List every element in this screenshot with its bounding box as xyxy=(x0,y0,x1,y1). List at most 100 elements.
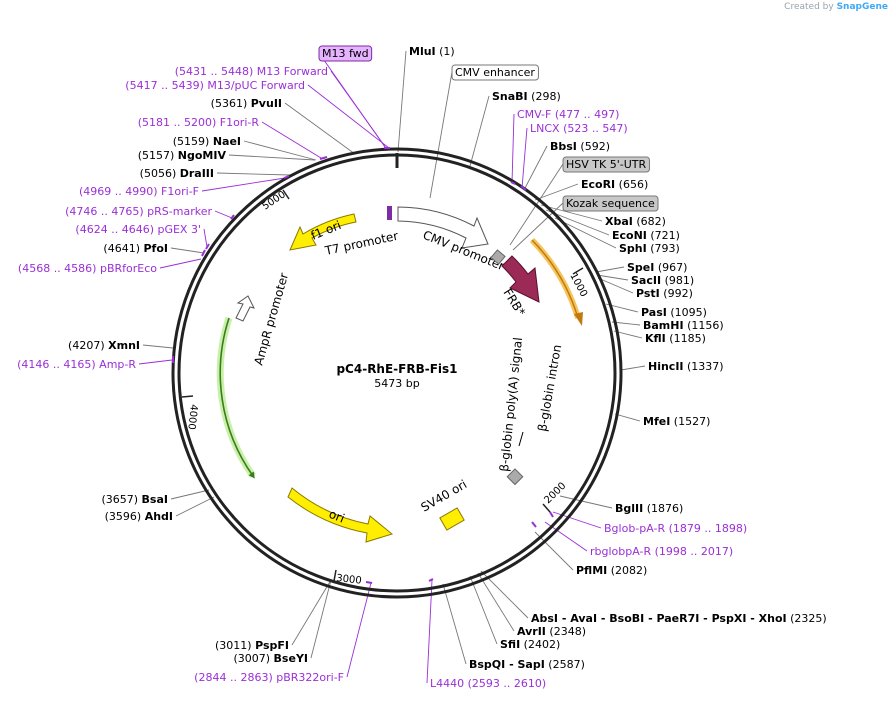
label-avrii: AvrII (2348) xyxy=(517,625,586,638)
leader-line-bglii xyxy=(559,495,613,509)
leader-line-cmvenh xyxy=(429,71,453,199)
label-box-cmvenh xyxy=(451,64,539,81)
label-draiii: (5056) DraIII xyxy=(140,167,214,180)
leader-line-snabi xyxy=(469,95,490,167)
t7-promoter-mark xyxy=(387,206,392,220)
leader-line-draiii xyxy=(216,172,291,176)
leader-line-m13puc xyxy=(307,84,390,149)
label-psti: PstI (992) xyxy=(636,287,693,300)
label-pgex: (4624 .. 4646) pGEX 3' xyxy=(75,223,201,236)
label-box-kozak xyxy=(562,195,659,212)
label-hincii: HincII (1337) xyxy=(648,360,724,373)
plasmid-name: pC4-RhE-FRB-Fis1 xyxy=(336,362,457,376)
label-pasi: PasI (1095) xyxy=(641,306,707,319)
leader-line-ecori xyxy=(534,183,579,201)
label-snabi: SnaBI (298) xyxy=(492,90,561,103)
label-sacii: SacII (981) xyxy=(631,274,694,287)
leader-line-pbr322 xyxy=(346,582,372,678)
leader-line-spei xyxy=(595,266,625,273)
f1-ori-arrow xyxy=(289,213,357,251)
label-absi: AbsI - AvaI - BsoBI - PaeR7I - PspXI - X… xyxy=(531,612,827,625)
leader-line-ampr xyxy=(138,359,173,365)
leader-line-nael xyxy=(243,140,317,161)
leader-line-bsai xyxy=(170,489,210,500)
tick-label-4000: 4000 xyxy=(185,404,199,430)
primer-markers xyxy=(172,147,554,584)
leader-line-prsm xyxy=(214,210,233,219)
label-rbglob: rbglobpA-R (1998 .. 2017) xyxy=(590,545,733,558)
label-sphi: SphI (793) xyxy=(619,242,680,255)
label-bamhi: BamHI (1156) xyxy=(643,319,724,332)
backbone-outer xyxy=(171,147,623,599)
label-econi: EcoNI (721) xyxy=(612,229,680,242)
label-box-m13fwd xyxy=(318,45,373,62)
label-bsai: (3657) BsaI xyxy=(101,493,168,506)
label-l4440: L4440 (2593 .. 2610) xyxy=(430,677,546,690)
label-bseyi: (3007) BseYI xyxy=(233,652,308,665)
label-cmvenh: CMV enhancer xyxy=(455,66,535,79)
plasmid-size: 5473 bp xyxy=(374,377,419,390)
label-xmni: (4207) XmnI xyxy=(68,339,140,352)
leader-line-cmvf xyxy=(511,113,515,184)
label-bbsi: BbsI (592) xyxy=(550,140,610,153)
watermark-text: Created by xyxy=(784,2,834,12)
ampr-promoter-label: AmpR promoter xyxy=(251,271,291,367)
leader-line-avrii xyxy=(477,572,515,632)
watermark: Created by SnapGene xyxy=(784,2,888,12)
leader-line-pbrfor xyxy=(159,258,202,269)
ori-arrow xyxy=(287,487,394,543)
label-lncx: LNCX (523 .. 547) xyxy=(530,122,628,135)
leader-line-hincii xyxy=(620,365,646,371)
label-pvuii: (5361) PvuII xyxy=(211,97,282,110)
label-nael: (5159) NaeI xyxy=(173,135,241,148)
snapgene-brand: SnapGene xyxy=(836,2,888,12)
sv40-ori-label: SV40 ori xyxy=(419,477,470,514)
beta-globin-polya-label: β-globin poly(A) signal xyxy=(497,337,525,473)
label-ecori: EcoRI (656) xyxy=(581,178,648,191)
label-pfoi: (4641) PfoI xyxy=(103,242,168,255)
label-spei: SpeI (967) xyxy=(627,261,687,274)
label-m13fwd: M13 fwd xyxy=(322,47,369,60)
ampr-promoter-arrow xyxy=(235,295,255,322)
leader-line-sfii xyxy=(469,575,498,645)
label-pflmi: PflMI (2082) xyxy=(576,564,647,577)
leader-line-ngomiv xyxy=(228,154,316,161)
leader-line-xbai xyxy=(540,204,603,222)
frb-arrow xyxy=(501,255,540,303)
label-ahdi: (3596) AhdI xyxy=(105,510,173,523)
ampr-arrow xyxy=(216,316,256,479)
label-f1orif: (4969 .. 4990) F1ori-F xyxy=(79,185,199,198)
label-kfli: KflI (1185) xyxy=(645,332,706,345)
label-m13f: (5431 .. 5448) M13 Forward xyxy=(175,65,328,78)
label-ampr: (4146 .. 4165) Amp-R xyxy=(17,358,136,371)
tick-label-2000: 2000 xyxy=(542,481,568,507)
polya-gray-box xyxy=(506,468,524,486)
label-pspfi: (3011) PspFI xyxy=(215,639,289,652)
leader-line-f1orir xyxy=(261,121,322,159)
label-bspqi: BspQI - SapI (2587) xyxy=(469,658,585,671)
leader-line-f1orif xyxy=(201,177,286,192)
leader-line-pspfi xyxy=(291,579,332,646)
label-f1orir: (5181 .. 5200) F1ori-R xyxy=(138,116,260,129)
label-kozak: Kozak sequence xyxy=(566,197,655,210)
leader-line-l4440 xyxy=(426,579,433,684)
label-sfii: SfiI (2402) xyxy=(500,638,560,651)
label-pbrfor: (4568 .. 4586) pBRforEco xyxy=(18,262,157,275)
leader-line-psti xyxy=(597,277,634,294)
leader-line-bspqi xyxy=(442,583,467,665)
beta-globin-intron-arc-core xyxy=(531,239,579,319)
leader-line-pvuii xyxy=(284,102,356,155)
tick-label-3000: 3000 xyxy=(336,573,362,587)
label-cmvf: CMV-F (477 .. 497) xyxy=(517,108,619,121)
leader-line-xmni xyxy=(142,344,174,349)
ori-label: ori xyxy=(327,507,347,526)
hsv-tk-utr-box xyxy=(490,249,506,265)
label-xbai: XbaI (682) xyxy=(605,215,666,228)
leader-line-mfei xyxy=(614,413,641,422)
leader-line-bbsi xyxy=(523,145,548,191)
leader-line-lncx xyxy=(521,127,528,189)
leader-line-m13f xyxy=(330,70,387,149)
cmv-promoter-arrow xyxy=(397,206,489,249)
